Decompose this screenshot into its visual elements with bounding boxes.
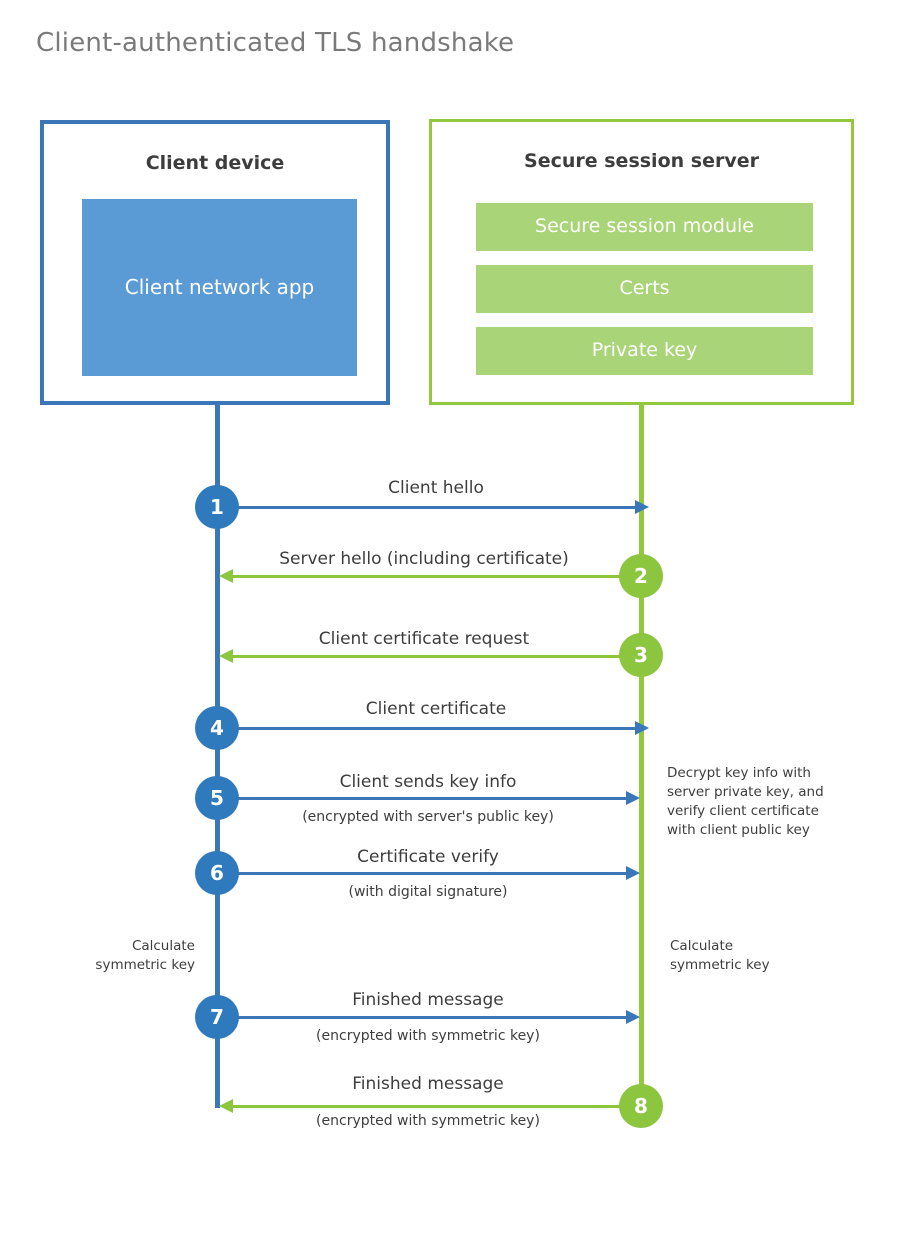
step-circle-1[interactable]: 1 bbox=[195, 485, 239, 529]
step-circle-4[interactable]: 4 bbox=[195, 706, 239, 750]
step-circle-8[interactable]: 8 bbox=[619, 1084, 663, 1128]
message-sublabel-8: (encrypted with symmetric key) bbox=[316, 1113, 540, 1129]
message-label-5: Client sends key info bbox=[339, 772, 517, 792]
secure-session-module-block: Secure session module bbox=[476, 203, 813, 251]
message-label-4: Client certificate bbox=[365, 699, 507, 719]
message-label-2: Server hello (including certificate) bbox=[279, 549, 569, 569]
page-title: Client-authenticated TLS handshake bbox=[36, 28, 515, 58]
secure-session-server-box: Secure session server Secure session mod… bbox=[429, 119, 854, 405]
message-arrow-4 bbox=[219, 721, 649, 735]
message-arrow-7 bbox=[219, 1010, 640, 1024]
arrowhead-left-icon bbox=[219, 1099, 233, 1113]
message-arrow-6 bbox=[219, 866, 640, 880]
arrowhead-right-icon bbox=[635, 721, 649, 735]
message-arrow-1 bbox=[219, 500, 649, 514]
arrowhead-left-icon bbox=[219, 569, 233, 583]
client-calculate-note: Calculate symmetric key bbox=[95, 938, 195, 974]
private-key-block: Private key bbox=[476, 327, 813, 375]
step-circle-2[interactable]: 2 bbox=[619, 554, 663, 598]
message-arrow-5 bbox=[219, 791, 640, 805]
server-lifeline bbox=[639, 405, 644, 1105]
step-circle-3[interactable]: 3 bbox=[619, 633, 663, 677]
arrowhead-right-icon bbox=[635, 500, 649, 514]
client-lifeline bbox=[215, 405, 220, 1108]
arrowhead-right-icon bbox=[626, 1010, 640, 1024]
step-circle-7[interactable]: 7 bbox=[195, 995, 239, 1039]
message-sublabel-6: (with digital signature) bbox=[348, 884, 508, 900]
server-calculate-note: Calculate symmetric key bbox=[670, 938, 770, 974]
step-circle-5[interactable]: 5 bbox=[195, 776, 239, 820]
message-label-8: Finished message bbox=[352, 1074, 504, 1094]
secure-session-server-title: Secure session server bbox=[524, 150, 759, 172]
message-sublabel-7: (encrypted with symmetric key) bbox=[316, 1028, 540, 1044]
message-sublabel-5: (encrypted with server's public key) bbox=[302, 809, 554, 825]
step-circle-6[interactable]: 6 bbox=[195, 851, 239, 895]
arrowhead-right-icon bbox=[626, 791, 640, 805]
message-arrow-2 bbox=[219, 569, 620, 583]
message-label-1: Client hello bbox=[388, 478, 484, 498]
arrowhead-left-icon bbox=[219, 649, 233, 663]
message-arrow-3 bbox=[219, 649, 620, 663]
client-network-app-block: Client network app bbox=[82, 199, 357, 376]
certs-block: Certs bbox=[476, 265, 813, 313]
client-device-box: Client device Client network app bbox=[40, 120, 390, 405]
message-label-6: Certificate verify bbox=[357, 847, 499, 867]
arrowhead-right-icon bbox=[626, 866, 640, 880]
server-decrypt-note: Decrypt key info with server private key… bbox=[667, 765, 824, 839]
message-label-3: Client certificate request bbox=[318, 629, 530, 649]
client-device-title: Client device bbox=[145, 152, 285, 174]
message-label-7: Finished message bbox=[352, 990, 504, 1010]
message-arrow-8 bbox=[219, 1099, 620, 1113]
